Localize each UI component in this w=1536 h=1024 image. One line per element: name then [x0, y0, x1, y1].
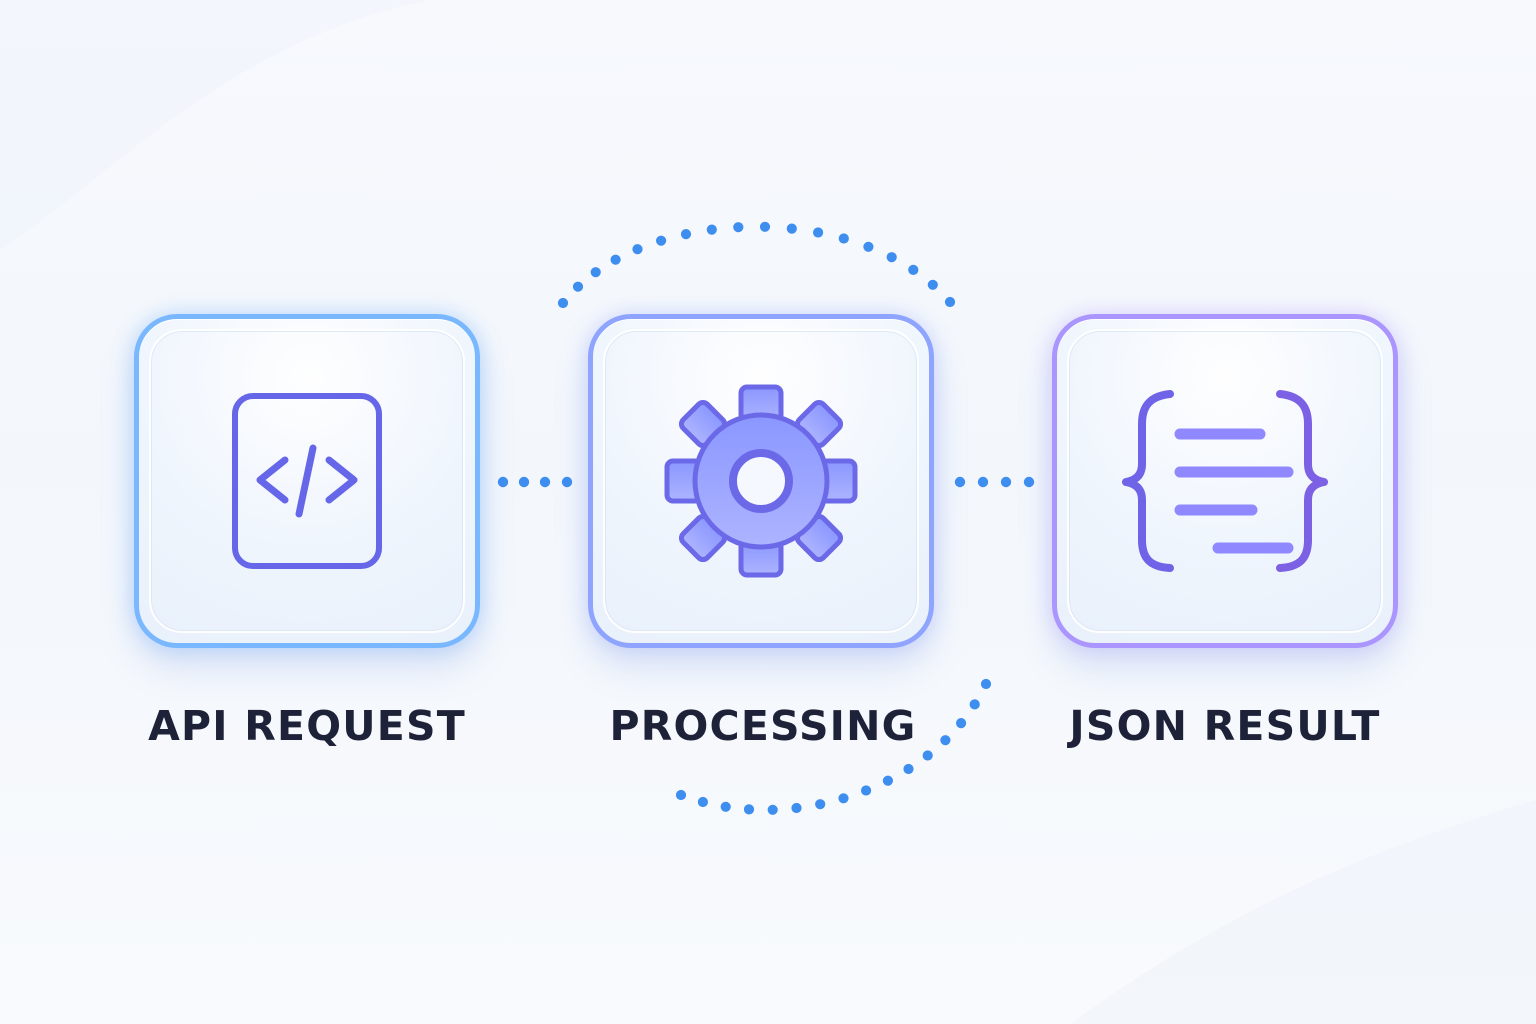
processing-node[interactable]	[588, 314, 934, 648]
api-request-icon-wrap	[139, 319, 475, 643]
top-arc-connector	[632, 244, 643, 255]
left-dot-connector	[561, 476, 573, 488]
bottom-arc-connector	[861, 785, 872, 796]
json-result-node[interactable]	[1052, 314, 1398, 648]
top-arc-connector	[680, 229, 692, 240]
top-arc-connector	[656, 235, 667, 246]
top-arc-connector	[813, 227, 824, 238]
bottom-arc-connector	[980, 678, 992, 690]
top-arc-connector	[572, 281, 584, 292]
bottom-arc-connector	[675, 789, 687, 801]
top-arc-connector	[610, 254, 621, 265]
right-dot-connector	[954, 476, 966, 488]
right-dot-connector	[1023, 476, 1035, 488]
top-arc-connector	[590, 267, 601, 278]
api-request-label: API REQUEST	[148, 702, 466, 750]
json-result-label: JSON RESULT	[1069, 702, 1381, 750]
bottom-arc-connector	[922, 750, 933, 761]
bottom-arc-connector	[940, 735, 951, 746]
top-arc-connector	[908, 264, 919, 275]
top-arc-connector	[786, 223, 797, 234]
top-arc-connector	[838, 233, 849, 244]
processing-label: PROCESSING	[609, 702, 917, 750]
json-brackets-icon	[1122, 390, 1328, 572]
bottom-arc-connector	[720, 801, 731, 812]
top-arc-connector	[863, 241, 874, 252]
top-arc-connector	[886, 252, 897, 263]
right-dot-connector	[1000, 476, 1012, 488]
top-arc-connector	[706, 224, 717, 235]
left-dot-connector	[497, 476, 509, 488]
bottom-arc-connector	[767, 804, 778, 815]
top-arc-connector	[557, 297, 569, 309]
gear-icon	[664, 384, 858, 578]
bottom-arc-connector	[882, 775, 894, 786]
bottom-arc-connector	[697, 796, 709, 808]
top-arc-connector	[944, 296, 956, 308]
bottom-arc-connector	[969, 699, 980, 710]
bottom-arc-connector	[791, 802, 802, 814]
left-dot-connector	[518, 476, 530, 488]
top-arc-connector	[927, 279, 938, 290]
bottom-arc-connector	[815, 799, 826, 810]
json-result-icon-wrap	[1057, 319, 1393, 643]
api-request-node[interactable]	[134, 314, 480, 648]
code-icon	[232, 393, 382, 569]
top-arc-connector	[759, 221, 771, 232]
top-arc-connector	[733, 222, 744, 233]
bottom-arc-connector	[903, 763, 914, 775]
bottom-arc-connector	[956, 718, 967, 729]
left-dot-connector	[539, 476, 551, 488]
processing-icon-wrap	[593, 319, 929, 643]
bottom-arc-connector	[838, 793, 849, 804]
right-dot-connector	[977, 476, 989, 488]
bottom-arc-connector	[743, 804, 755, 815]
